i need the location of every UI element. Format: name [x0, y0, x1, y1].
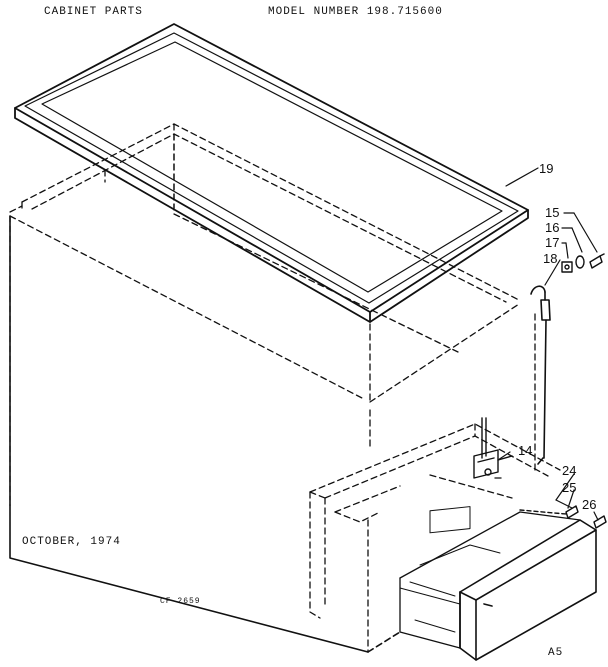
washer-part: [575, 255, 585, 269]
callout-16: 16: [545, 220, 559, 235]
callout-labels: 19 15 16 17 18 14 24 25 26: [518, 161, 596, 512]
callout-19: 19: [539, 161, 553, 176]
hinge-bracket: [473, 417, 513, 479]
callout-15: 15: [545, 205, 559, 220]
callout-17: 17: [545, 235, 559, 250]
hardware-parts: [561, 253, 605, 273]
diagram-title: CABINET PARTS: [44, 6, 143, 18]
revision-date: OCTOBER, 1974: [22, 536, 121, 548]
callout-24: 24: [562, 463, 576, 478]
callout-leaders: [497, 167, 599, 521]
callout-25: 25: [562, 480, 576, 495]
model-number: MODEL NUMBER 198.715600: [268, 6, 443, 18]
cabinet-body: [9, 215, 401, 653]
nut-part: [561, 261, 573, 273]
access-drawer: [399, 506, 597, 661]
page-mark: A5: [548, 647, 564, 659]
callout-26: 26: [582, 497, 596, 512]
drawing-code: CF 2659: [160, 597, 201, 606]
drawer-screws: [519, 505, 607, 529]
callout-14: 14: [518, 443, 532, 458]
compressor-compartment: [309, 423, 561, 619]
callout-18: 18: [543, 251, 557, 266]
cabinet-lid: [14, 23, 529, 323]
screw-part: [589, 255, 603, 269]
lid-hinge-rod: [530, 285, 551, 465]
cabinet-liner-outline: [9, 123, 536, 653]
